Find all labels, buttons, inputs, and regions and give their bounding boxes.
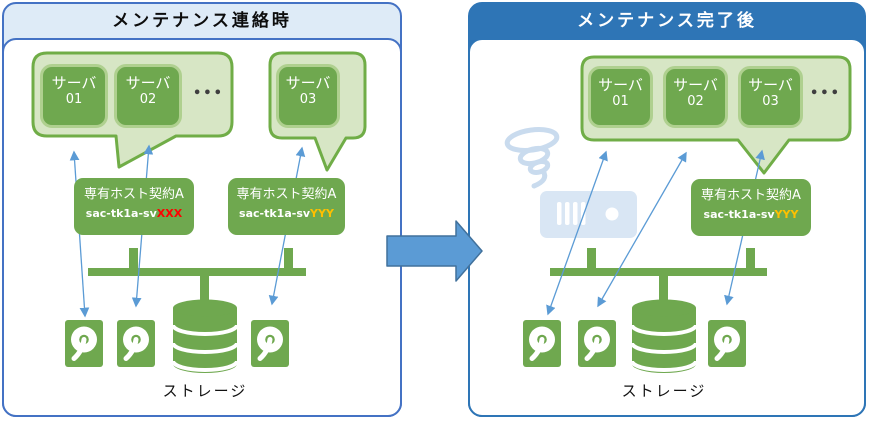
server-number: 03 [299,92,317,107]
host-id: sac-tk1a-svXXX [74,206,194,221]
host-contract-name: 専有ホスト契約A [84,187,184,202]
host-id: sac-tk1a-svYYY [228,206,345,221]
panel-title-before: メンテナンス連絡時 [112,11,292,31]
server-number: 02 [139,92,157,107]
host-contract-name: 専有ホスト契約A [701,188,801,203]
server-box-02: サーバ 02 [114,64,182,128]
host-contract-box: 専有ホスト契約A sac-tk1a-svYYY [228,178,345,235]
server-label: サーバ [51,74,97,92]
server-box-02: サーバ 02 [663,66,728,128]
host-contract-box: 専有ホスト契約A sac-tk1a-svXXX [74,178,194,235]
storage-label: ストレージ [621,382,707,400]
storage-label: ストレージ [162,382,248,400]
ellipsis-icon: ••• [810,86,841,101]
server-box-01: サーバ 01 [588,66,653,128]
host-id-prefix: sac-tk1a-sv [703,208,775,221]
host-id-prefix: sac-tk1a-sv [85,207,157,220]
server-number: 01 [612,94,629,109]
panel-title-after: メンテナンス完了後 [577,11,757,31]
server-number: 03 [762,94,779,109]
host-id-prefix: sac-tk1a-sv [239,207,311,220]
server-label: サーバ [285,74,331,92]
server-box-03: サーバ 03 [276,64,340,128]
server-box-03: サーバ 03 [738,66,803,128]
server-number: 01 [65,92,83,107]
server-number: 02 [687,94,704,109]
host-id: sac-tk1a-svYYY [691,207,811,222]
server-label: サーバ [673,76,718,94]
host-id-suffix: YYY [774,208,799,221]
host-id-suffix: XXX [156,207,183,220]
host-contract-box: 専有ホスト契約A sac-tk1a-svYYY [691,179,811,236]
server-label: サーバ [598,76,643,94]
server-label: サーバ [125,74,171,92]
ellipsis-icon: ••• [193,86,224,101]
host-id-suffix: YYY [310,207,334,220]
server-label: サーバ [748,76,793,94]
server-box-01: サーバ 01 [40,64,108,128]
host-contract-name: 専有ホスト契約A [236,187,337,202]
